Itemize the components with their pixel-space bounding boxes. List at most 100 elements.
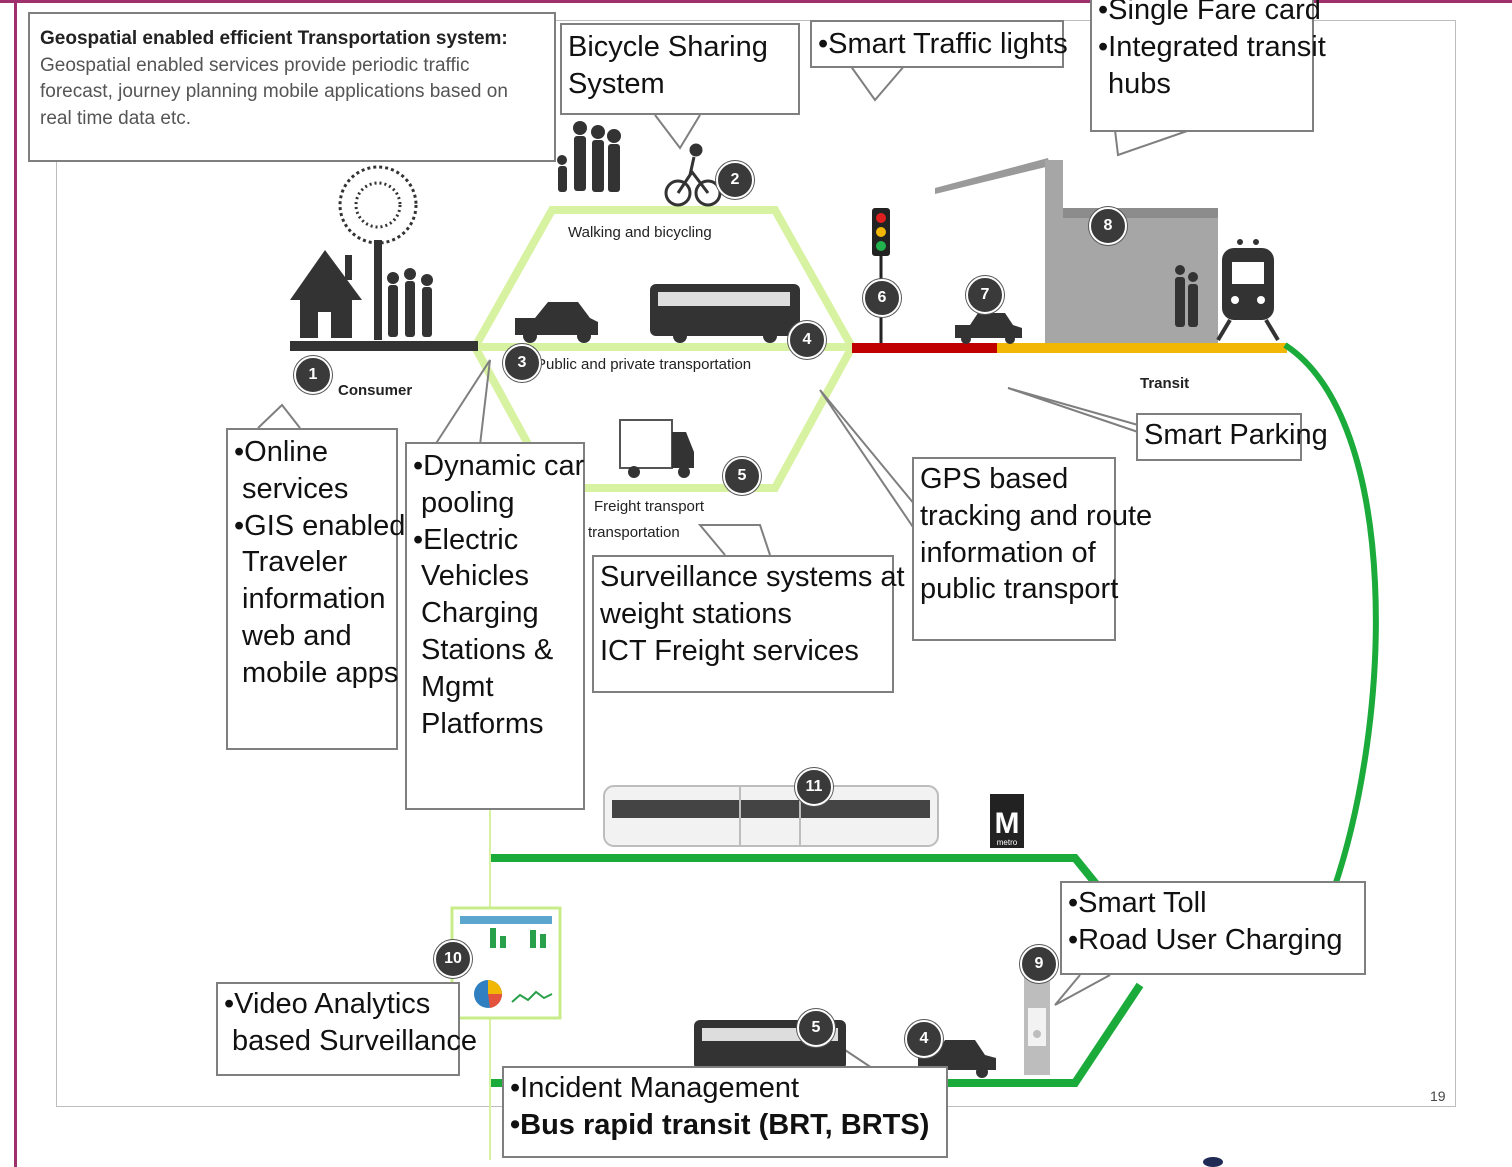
callout-line: information <box>242 583 386 616</box>
walking-label: Walking and bicycling <box>568 224 712 241</box>
public-transport-label: Public and private transportation <box>536 356 752 373</box>
freight-label-line2: transportation <box>588 524 680 541</box>
callout-line: Traveler <box>242 546 348 579</box>
badge-6: 6 <box>863 279 901 317</box>
callout-line: information of <box>920 536 1096 569</box>
traffic-light-icon <box>872 208 890 343</box>
callout-line: GPS based <box>920 463 1069 495</box>
top-border <box>0 0 1512 3</box>
intro-title: Geospatial enabled efficient Transportat… <box>40 28 508 49</box>
pointer-bicycle <box>654 114 701 150</box>
surveillance-callout: Surveillance systems at weight stations … <box>592 555 905 693</box>
red-road <box>852 343 997 353</box>
page-number: 19 <box>1430 1088 1446 1104</box>
callout-line: Bicycle Sharing <box>568 31 768 63</box>
pointer-parking <box>1007 387 1139 433</box>
metro-letter: M <box>995 807 1020 840</box>
toll-booth-icon <box>1024 975 1050 1075</box>
callout-line: •Incident Management <box>510 1072 800 1104</box>
badge-5-bottom: 5 <box>797 1009 835 1047</box>
callout-line: •Dynamic car <box>413 450 585 482</box>
badge-5: 5 <box>723 457 761 495</box>
callout-line: ICT Freight services <box>600 634 859 667</box>
badge-8: 8 <box>1089 207 1127 245</box>
truck-icon <box>619 419 694 478</box>
consumer-label: Consumer <box>338 382 413 399</box>
freight-label-line1: Freight transport <box>594 498 705 515</box>
callout-line: services <box>242 472 349 505</box>
badge-4-bottom: 4 <box>905 1020 943 1058</box>
pedestrians-icon <box>557 121 621 192</box>
callout-line: based Surveillance <box>232 1024 478 1057</box>
online-services-callout: •Online services •GIS enabled Traveler i… <box>226 428 406 750</box>
yellow-road <box>997 343 1287 353</box>
family-icon <box>387 268 433 337</box>
callout-line: public transport <box>920 573 1119 606</box>
transit-label: Transit <box>1140 375 1190 392</box>
badge-10: 10 <box>434 940 472 978</box>
pointer-online <box>257 403 301 429</box>
callout-line: Vehicles <box>421 560 530 593</box>
bus-icon <box>650 284 800 343</box>
callout-line: •Bus rapid transit (BRT, BRTS) <box>510 1108 930 1141</box>
callout-line: •Road User Charging <box>1068 923 1343 956</box>
car-icon <box>515 302 598 343</box>
light-rail-icon <box>603 785 939 847</box>
intro-callout: Geospatial enabled efficient Transportat… <box>28 12 556 162</box>
callout-line: •Online <box>234 436 328 468</box>
callout-line: •Single Fare card <box>1098 0 1321 26</box>
metro-word: metro <box>997 838 1018 847</box>
left-border <box>14 0 17 1167</box>
tree-icon <box>338 165 418 340</box>
metro-logo: M metro <box>990 794 1024 848</box>
bicycle-sharing-callout: Bicycle Sharing System <box>560 23 800 115</box>
callout-line: Surveillance systems at <box>600 561 905 593</box>
badge-2: 2 <box>716 161 754 199</box>
callout-line: •Integrated transit <box>1098 30 1326 63</box>
callout-line: web and <box>242 620 352 653</box>
intro-body: Geospatial enabled services provide peri… <box>40 54 508 129</box>
pointer-fare <box>1114 129 1191 157</box>
callout-line: System <box>568 67 665 100</box>
badge-3: 3 <box>503 344 541 382</box>
callout-line: •Electric <box>413 523 519 556</box>
video-analytics-callout: •Video Analytics based Surveillance <box>216 982 478 1076</box>
badge-7: 7 <box>966 276 1004 314</box>
parked-car-icon <box>955 313 1022 344</box>
callout-line: Stations & <box>421 634 554 667</box>
smart-toll-callout: •Smart Toll •Road User Charging <box>1060 881 1366 975</box>
badge-4: 4 <box>788 321 826 359</box>
decorative-dot <box>1203 1157 1223 1167</box>
badge-1: 1 <box>294 356 332 394</box>
pointer-gps <box>819 389 916 531</box>
metro-line <box>490 854 1109 898</box>
callout-line: weight stations <box>600 597 792 630</box>
callout-line: hubs <box>1108 67 1171 100</box>
badge-11: 11 <box>795 768 833 806</box>
carpool-callout: •Dynamic car pooling •Electric Vehicles … <box>405 442 585 810</box>
callout-line: •Smart Toll <box>1068 887 1207 919</box>
pointer-toll <box>1054 974 1111 1006</box>
gps-tracking-callout: GPS based tracking and route information… <box>912 457 1153 641</box>
cyclist-icon <box>664 143 722 207</box>
pointer-carpool <box>434 359 491 446</box>
incident-management-callout: •Incident Management •Bus rapid transit … <box>502 1066 948 1158</box>
passengers-icon <box>1175 265 1198 327</box>
consumer-road <box>290 341 478 351</box>
callout-line: pooling <box>421 486 515 519</box>
callout-line: •Video Analytics <box>224 988 431 1020</box>
pointer-traffic <box>849 64 906 102</box>
callout-line: tracking and route <box>920 499 1153 532</box>
callout-line: mobile apps <box>242 656 399 689</box>
house-icon <box>290 250 362 338</box>
badge-9: 9 <box>1020 945 1058 983</box>
pointer-surveillance <box>697 524 771 556</box>
smart-parking-callout: Smart Parking <box>1136 413 1328 461</box>
fare-card-callout: •Single Fare card •Integrated transit hu… <box>1090 0 1326 132</box>
callout-line: •GIS enabled <box>234 509 406 542</box>
callout-line: •Smart Traffic lights <box>818 28 1068 60</box>
callout-line: Charging <box>421 597 539 630</box>
callout-line: Smart Parking <box>1144 419 1328 451</box>
